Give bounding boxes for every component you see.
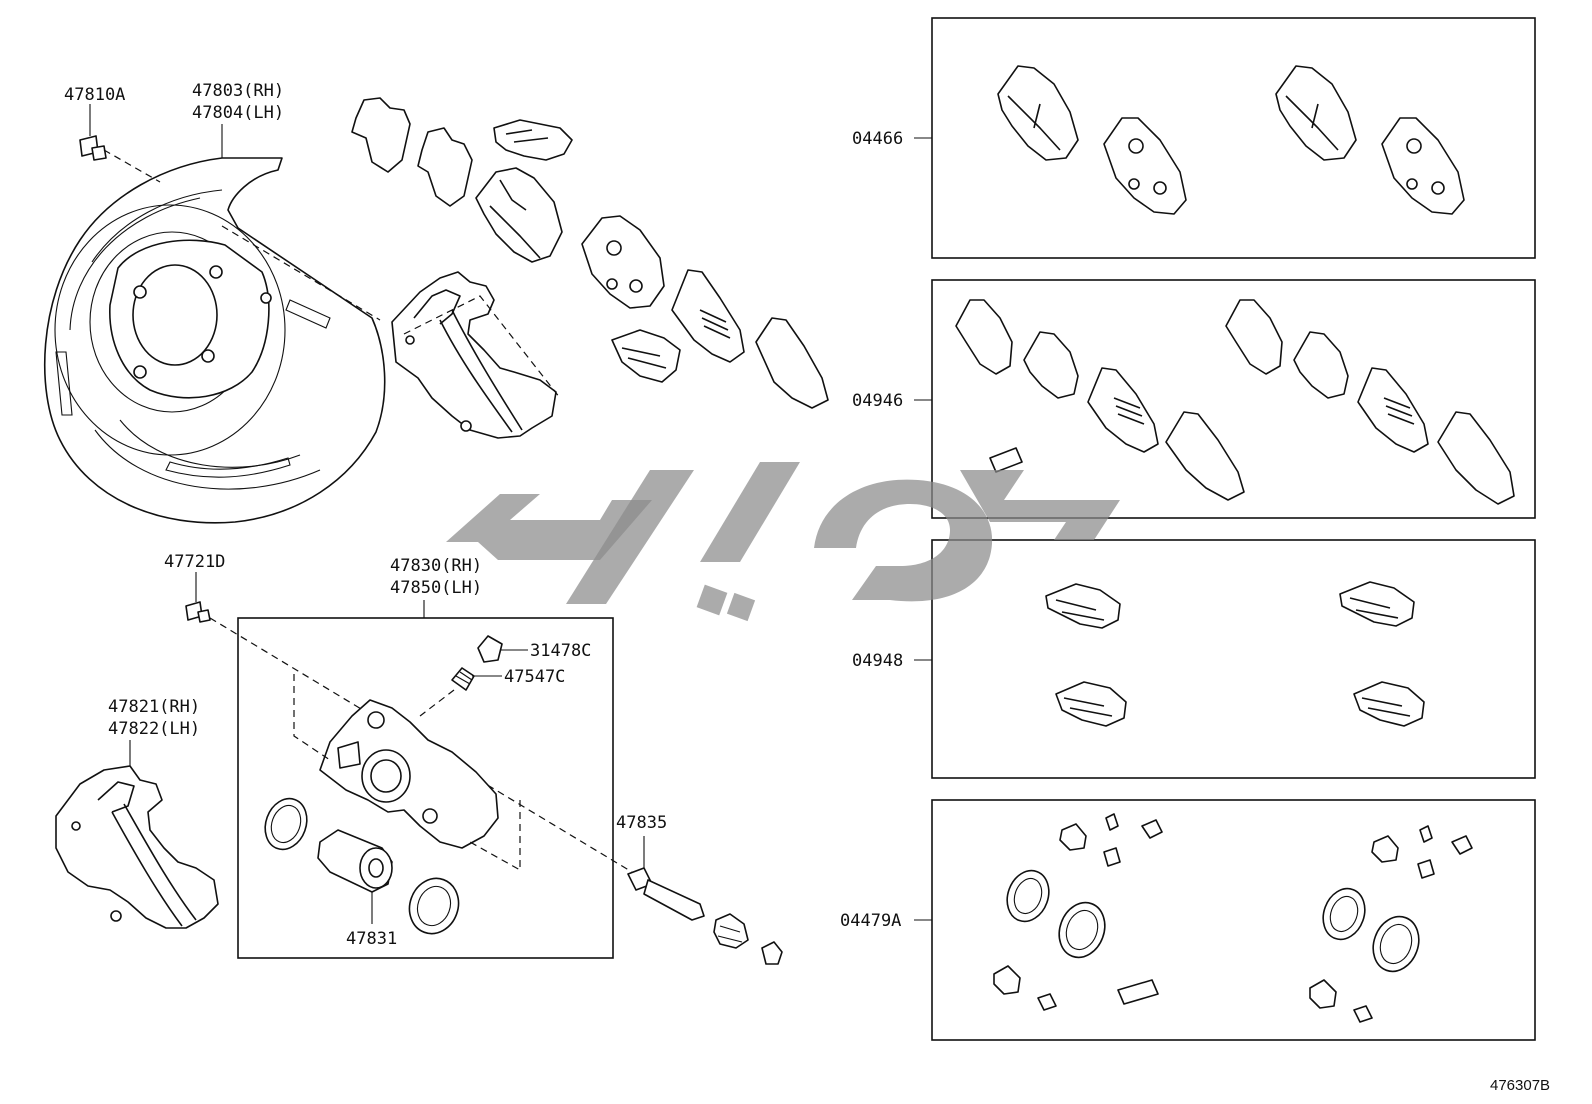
callout-04946: 04946 — [852, 391, 903, 411]
callout-47547c: 47547C — [504, 667, 565, 687]
kit-box-04946 — [931, 279, 1536, 519]
shims-04946 — [955, 299, 1515, 505]
callout-47830: 47830(RH) — [390, 556, 482, 576]
bolt-47810a — [79, 135, 107, 161]
clips-04948 — [1045, 581, 1425, 727]
callout-47803: 47803(RH) — [192, 81, 284, 101]
shims-upper — [351, 97, 829, 409]
callout-47810a: 47810A — [64, 85, 125, 105]
backing-plate — [43, 157, 386, 524]
seal-kit-04479a — [993, 813, 1473, 1023]
callout-47821: 47821(RH) — [108, 697, 200, 717]
callout-47850: 47850(LH) — [390, 578, 482, 598]
bolt-47721d — [185, 601, 211, 623]
callout-04466: 04466 — [852, 129, 903, 149]
caliper-bracket-lower — [55, 765, 219, 929]
slide-pin-47835 — [627, 867, 705, 921]
caliper-bracket-upper — [391, 271, 561, 439]
figure-id: 476307B — [1490, 1077, 1550, 1094]
kit-box-04948 — [931, 539, 1536, 779]
callout-04948: 04948 — [852, 651, 903, 671]
piston-seal — [264, 797, 308, 851]
bleeder-47547c — [451, 667, 475, 691]
watermark-logo — [446, 462, 1120, 622]
caliper-assy-box — [237, 617, 614, 959]
cap-31478c — [477, 635, 503, 663]
callout-47822: 47822(LH) — [108, 719, 200, 739]
pads-04466 — [997, 65, 1465, 215]
pin-boot — [713, 913, 749, 949]
callout-04479a: 04479A — [840, 911, 901, 931]
callout-47804: 47804(LH) — [192, 103, 284, 123]
piston-47831 — [317, 829, 393, 893]
callout-47721d: 47721D — [164, 552, 225, 572]
piston-boot — [408, 877, 460, 935]
callout-31478c: 31478C — [530, 641, 591, 661]
callout-47831: 47831 — [346, 929, 397, 949]
caliper-cylinder — [319, 699, 499, 849]
pin-bush — [761, 941, 783, 965]
callout-47835: 47835 — [616, 813, 667, 833]
